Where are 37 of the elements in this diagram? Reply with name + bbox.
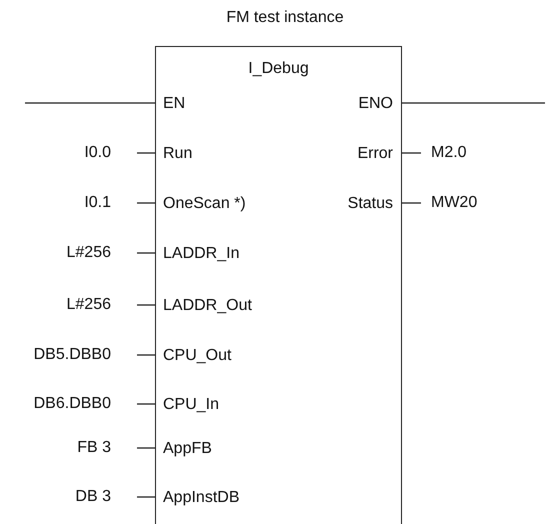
pin-label: EN bbox=[156, 92, 286, 116]
pin-label: Status bbox=[293, 192, 403, 216]
connection-line bbox=[25, 102, 155, 104]
pin-label: Run bbox=[156, 142, 286, 166]
connection-line bbox=[137, 252, 155, 254]
operand-label: DB6.DBB0 bbox=[0, 392, 137, 416]
pin-label: Error bbox=[293, 142, 403, 166]
connection-line bbox=[402, 202, 421, 204]
pin-label: CPU_In bbox=[156, 393, 286, 417]
operand-label: L#256 bbox=[0, 293, 137, 317]
operand-label: DB5.DBB0 bbox=[0, 343, 137, 367]
connection-line bbox=[137, 403, 155, 405]
connection-line bbox=[137, 152, 155, 154]
pin-label: OneScan *) bbox=[156, 192, 286, 216]
connection-line bbox=[137, 202, 155, 204]
connection-line bbox=[402, 152, 421, 154]
operand-label: FB 3 bbox=[0, 436, 137, 460]
pin-label: CPU_Out bbox=[156, 344, 286, 368]
pin-label: AppFB bbox=[156, 437, 286, 461]
operand-label: L#256 bbox=[0, 241, 137, 265]
connection-line bbox=[137, 496, 155, 498]
connection-line bbox=[137, 304, 155, 306]
connection-line bbox=[402, 102, 545, 104]
operand-label: I0.1 bbox=[0, 191, 137, 215]
operand-label: DB 3 bbox=[0, 485, 137, 509]
connection-line bbox=[137, 354, 155, 356]
pin-label: LADDR_In bbox=[156, 242, 286, 266]
function-block bbox=[155, 46, 402, 524]
operand-label: I0.0 bbox=[0, 141, 137, 165]
pin-label: LADDR_Out bbox=[156, 294, 286, 318]
connection-line bbox=[137, 447, 155, 449]
operand-label: MW20 bbox=[421, 191, 541, 215]
pin-label: ENO bbox=[293, 92, 403, 116]
block-title: I_Debug bbox=[247, 59, 310, 79]
operand-label: M2.0 bbox=[421, 141, 541, 165]
diagram-title: FM test instance bbox=[225, 8, 345, 28]
pin-label: AppInstDB bbox=[156, 486, 286, 510]
